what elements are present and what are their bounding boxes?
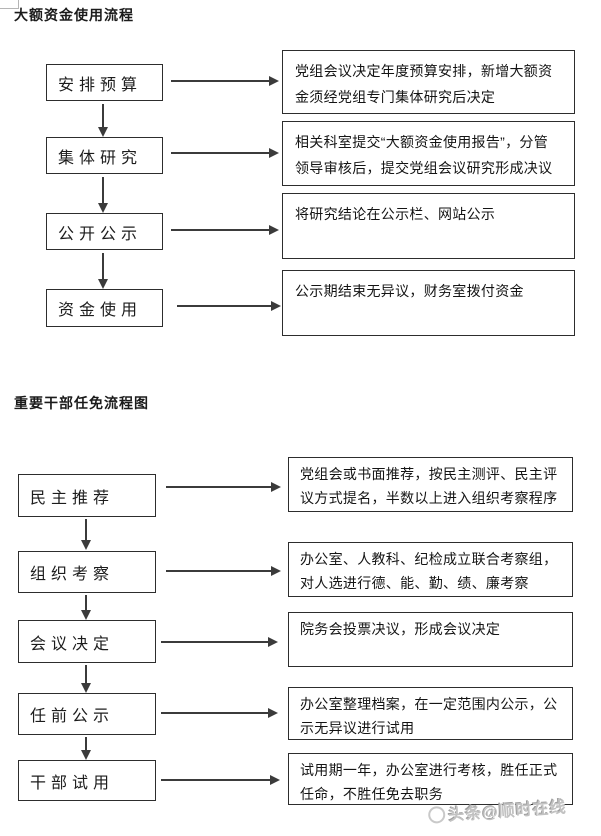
arrow-down-icon (98, 104, 108, 137)
arrow-down-icon (81, 519, 91, 550)
arrow-right-icon (161, 637, 278, 647)
flow2-step-label: 干部试用 (30, 774, 115, 792)
watermark-logo-icon (427, 805, 446, 824)
flow2-detail-box: 办公室整理档案，在一定范围内公示，公示无异议进行试用 (288, 687, 573, 740)
arrow-right-icon (161, 708, 278, 718)
flow2-detail-box: 院务会投票决议，形成会议决定 (288, 612, 573, 667)
arrow-right-icon (171, 148, 279, 158)
flow1-detail-box: 党组会议决定年度预算安排，新增大额资金须经党组专门集体研究后决定 (282, 50, 575, 114)
flow1-step-box: 安排预算 (46, 64, 163, 101)
flow2-step-box: 任前公示 (18, 693, 156, 735)
flow2-step-box: 干部试用 (18, 760, 156, 801)
arrow-right-icon (166, 566, 281, 576)
flow1-step-label: 集体研究 (58, 149, 143, 167)
flow1-step-label: 资金使用 (58, 302, 143, 319)
flow2-step-label: 任前公示 (30, 708, 115, 725)
flow2-step-label: 组织考察 (30, 566, 115, 583)
arrow-down-icon (81, 665, 91, 693)
arrow-right-icon (171, 76, 279, 86)
cropped-box-artifact (0, 0, 19, 9)
flow2-step-label: 会议决定 (30, 635, 115, 653)
arrow-right-icon (161, 775, 280, 785)
arrow-down-icon (81, 595, 91, 620)
flow1-step-label: 公开公示 (58, 225, 143, 243)
flow1-step-box: 集体研究 (46, 137, 163, 174)
arrow-down-icon (98, 253, 108, 289)
flow1-detail-box: 相关科室提交“大额资金使用报告”，分管领导审核后，提交党组会议研究形成决议 (282, 121, 575, 186)
arrow-down-icon (81, 737, 91, 760)
flow1-title: 大额资金使用流程 (14, 7, 134, 23)
flow1-step-box: 资金使用 (46, 289, 163, 327)
flow1-detail-box: 将研究结论在公示栏、网站公示 (282, 193, 575, 259)
arrow-down-icon (98, 177, 108, 213)
flow2-step-box: 会议决定 (18, 620, 156, 663)
flow2-detail-box: 党组会或书面推荐，按民主测评、民主评议方式提名，半数以上进入组织考察程序 (288, 457, 573, 512)
flow2-step-box: 民主推荐 (18, 474, 156, 517)
flow2-step-label: 民主推荐 (30, 489, 115, 507)
flow1-detail-box: 公示期结束无异议，财务室拨付资金 (282, 270, 575, 336)
arrow-right-icon (177, 301, 281, 311)
flow1-step-box: 公开公示 (46, 213, 163, 250)
arrow-right-icon (166, 482, 281, 492)
arrow-right-icon (171, 225, 279, 235)
flow2-step-box: 组织考察 (18, 551, 156, 593)
flow2-title: 重要干部任免流程图 (14, 395, 149, 411)
flow2-detail-box: 办公室、人教科、纪检成立联合考察组，对人选进行德、能、勤、绩、廉考察 (288, 542, 573, 597)
flow2-detail-box: 试用期一年，办公室进行考核，胜任正式任命，不胜任免去职务 (288, 753, 573, 805)
flow1-step-label: 安排预算 (58, 76, 143, 94)
